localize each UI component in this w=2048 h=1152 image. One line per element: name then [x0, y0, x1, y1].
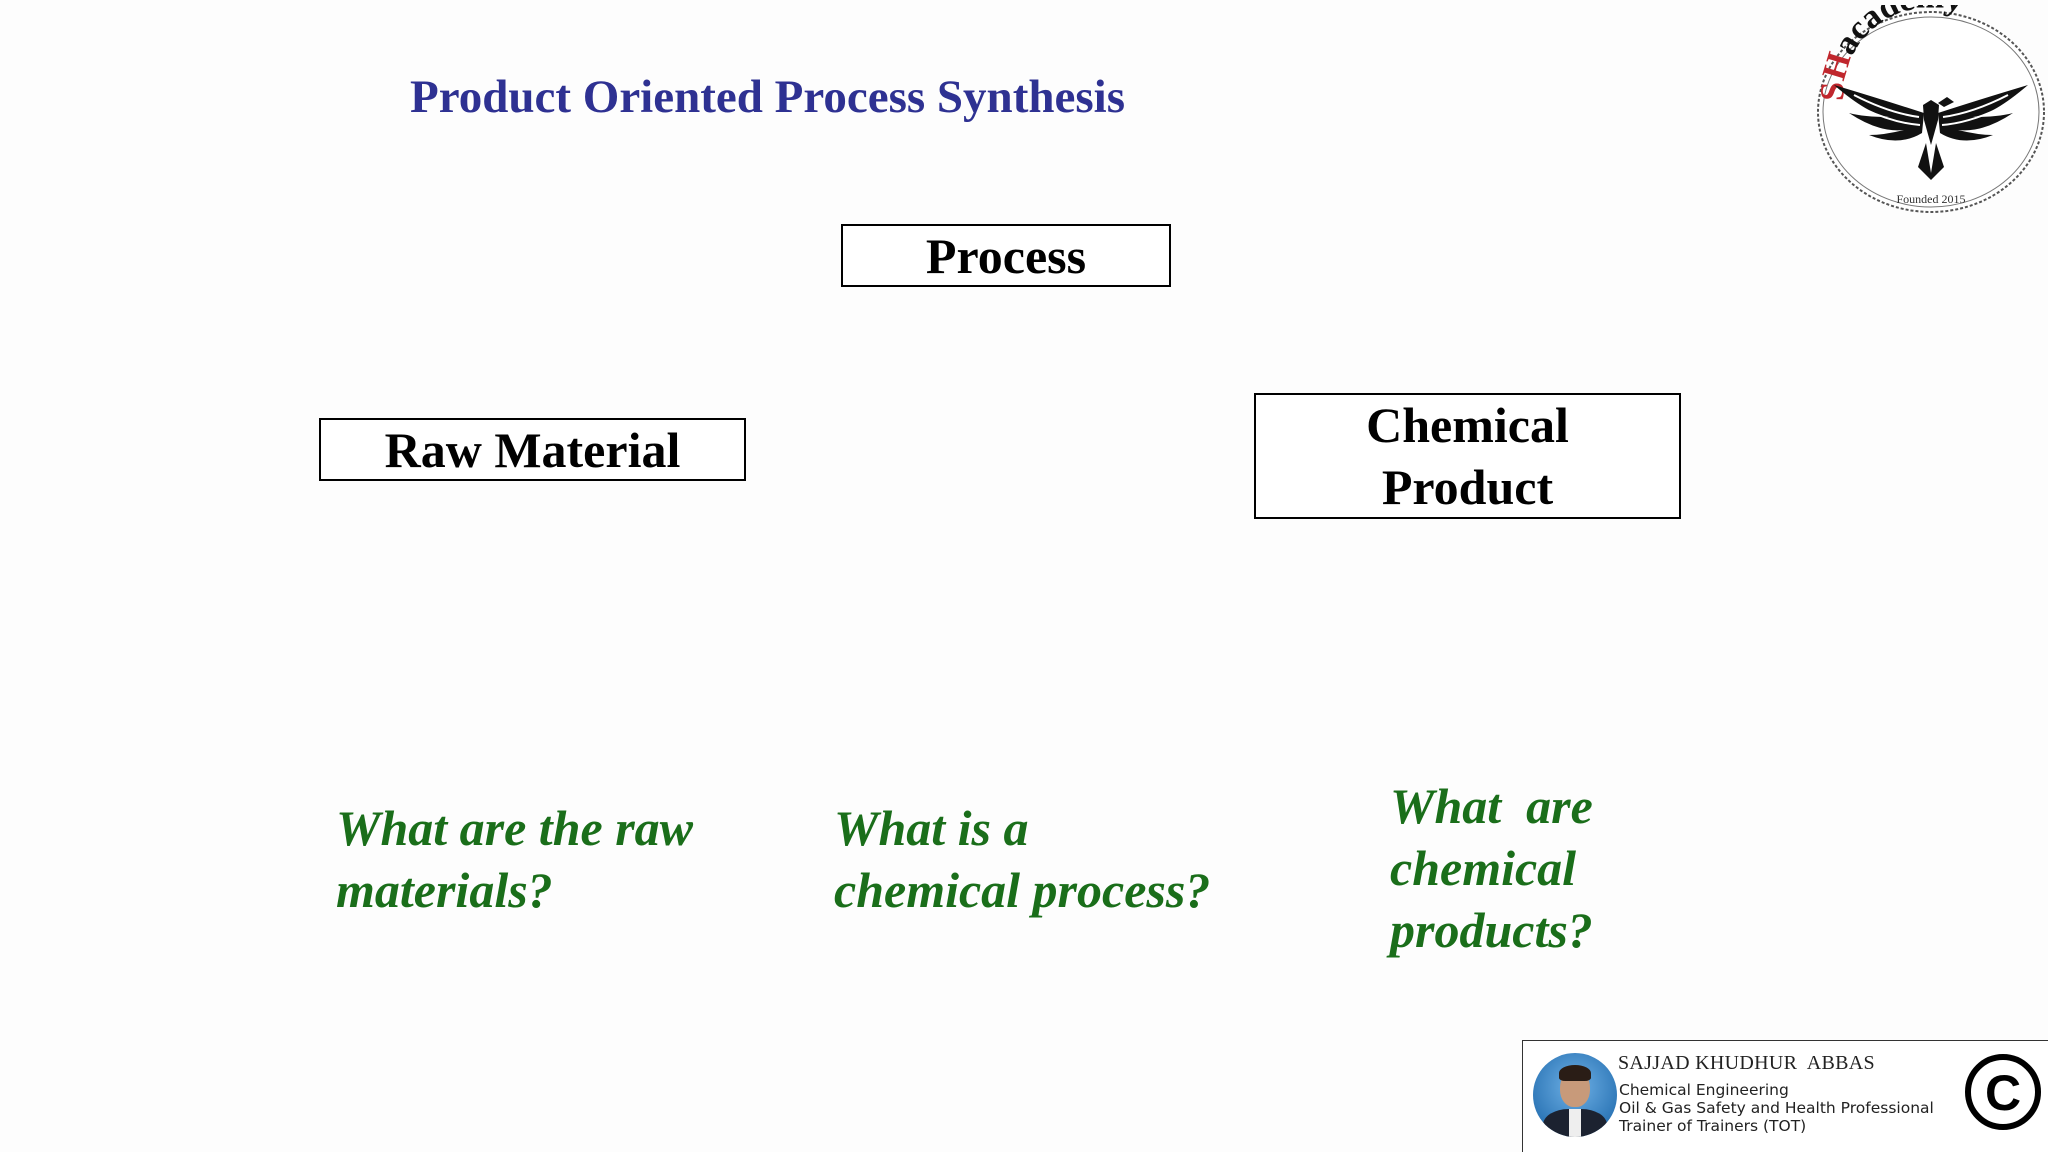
presenter-name: SAJJAD KHUDHUR ABBAS: [1618, 1052, 1875, 1074]
raw-question-line2: materials?: [336, 862, 553, 918]
process-box: Process: [841, 224, 1171, 287]
avatar: [1533, 1053, 1617, 1137]
raw-material-label: Raw Material: [384, 421, 681, 478]
product-question: What are chemical products?: [1390, 775, 1710, 961]
product-question-line2: chemical: [1390, 840, 1577, 896]
process-question: What is a chemical process?: [834, 797, 1274, 921]
presenter-role-1: Chemical Engineering: [1619, 1081, 1789, 1099]
chemical-product-label-line1: Chemical: [1366, 397, 1569, 453]
eagle-icon: [1834, 85, 2028, 180]
svg-text:C: C: [1985, 1065, 2021, 1121]
process-question-line1: What is a: [834, 800, 1029, 856]
raw-material-box: Raw Material: [319, 418, 746, 481]
process-label: Process: [925, 227, 1087, 284]
shacademy-logo: SHacademy Founded 2015: [1814, 0, 2046, 217]
copyright-icon: C: [1965, 1054, 2041, 1130]
chemical-product-box: Chemical Product: [1254, 393, 1681, 519]
presenter-role-3: Trainer of Trainers (TOT): [1619, 1117, 1807, 1135]
raw-material-question: What are the raw materials?: [336, 797, 776, 921]
presenter-role-2: Oil & Gas Safety and Health Professional: [1619, 1099, 1934, 1117]
product-question-line3: products?: [1390, 902, 1593, 958]
raw-question-line1: What are the raw: [336, 800, 694, 856]
process-question-line2: chemical process?: [834, 862, 1211, 918]
presenter-card: SAJJAD KHUDHUR ABBAS Chemical Engineerin…: [1522, 1040, 2048, 1152]
svg-text:Founded 2015: Founded 2015: [1897, 192, 1966, 206]
product-question-line1: What are: [1390, 778, 1593, 834]
chemical-product-label-line2: Product: [1381, 459, 1554, 515]
logo-graphic: SHacademy Founded 2015: [1814, 0, 2045, 213]
slide-title: Product Oriented Process Synthesis: [410, 71, 1125, 123]
